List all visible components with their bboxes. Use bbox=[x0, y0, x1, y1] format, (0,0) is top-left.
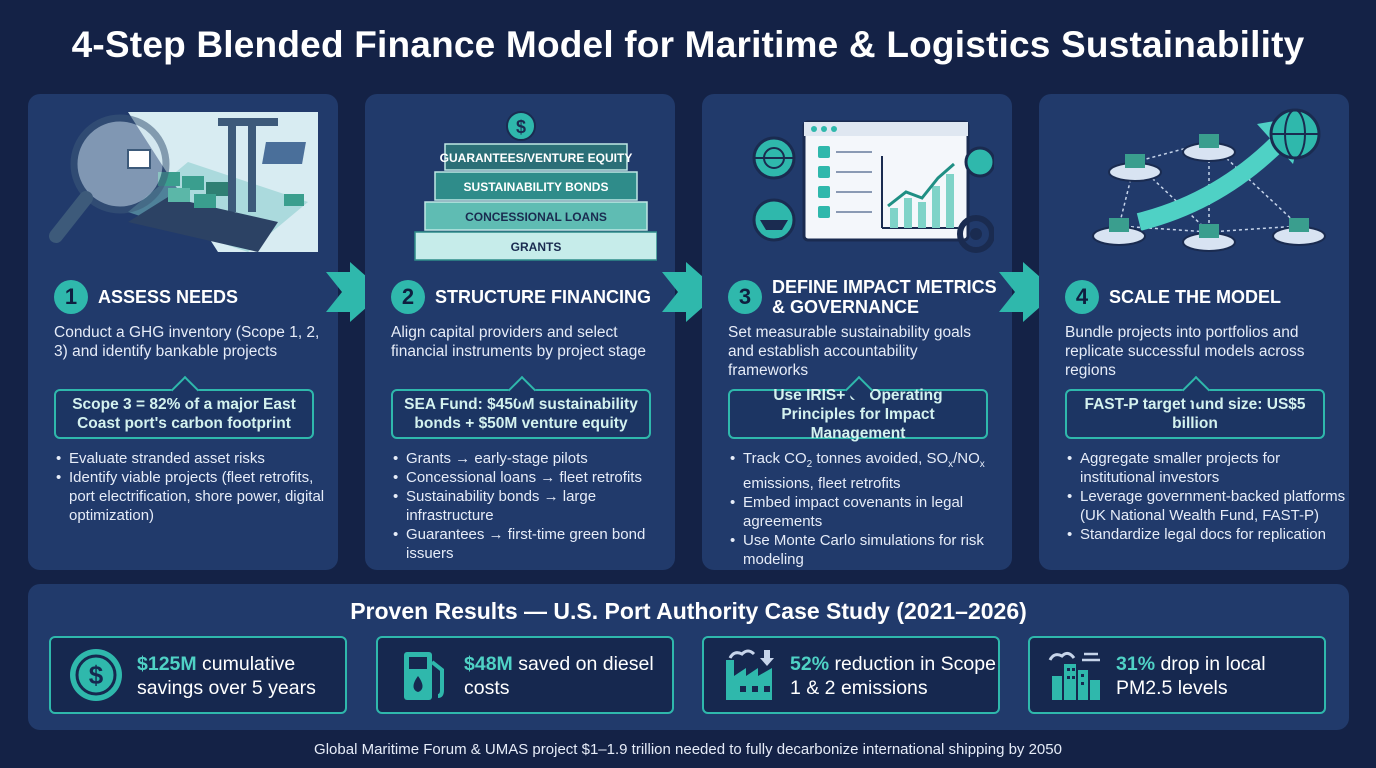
step-callout: SEA Fund: $450M sustainability bonds + $… bbox=[391, 389, 651, 439]
step-description: Align capital providers and select finan… bbox=[391, 324, 647, 360]
bullet-item: Aggregate smaller projects for instituti… bbox=[1065, 449, 1349, 487]
bullet-item: Guarantees → first-time green bond issue… bbox=[391, 525, 675, 563]
step-description: Conduct a GHG inventory (Scope 1, 2, 3) … bbox=[54, 324, 320, 360]
step-number-badge: 1 bbox=[54, 280, 88, 314]
bullet-item: Evaluate stranded asset risks bbox=[54, 449, 338, 468]
step-card-scale: 4 SCALE THE MODEL Bundle projects into p… bbox=[1039, 94, 1349, 570]
step-title-line: & GOVERNANCE bbox=[772, 297, 920, 317]
bullet-item: Standardize legal docs for replication bbox=[1065, 525, 1349, 544]
dashboard-illustration bbox=[752, 120, 994, 253]
bullet-item: Track CO2 tonnes avoided, SOx/NOx emissi… bbox=[728, 449, 1012, 493]
bullet-item: Concessional loans → fleet retrofits bbox=[391, 468, 675, 487]
result-stat-savings: $ $125M cumulative savings over 5 years bbox=[49, 636, 347, 714]
step-bullets: Track CO2 tonnes avoided, SOx/NOx emissi… bbox=[728, 449, 1012, 569]
svg-text:$: $ bbox=[89, 660, 104, 690]
bullet-item: Embed impact covenants in legal agreemen… bbox=[728, 493, 1012, 531]
step-callout: Use IRIS+ or Operating Principles for Im… bbox=[728, 387, 988, 442]
bullet-item: Grants → early-stage pilots bbox=[391, 449, 675, 468]
step-bullets: Evaluate stranded asset risks Identify v… bbox=[54, 449, 338, 525]
step-bullets: Aggregate smaller projects for instituti… bbox=[1065, 449, 1349, 544]
financing-pyramid-illustration: $ GUARANTEES/VENTURE EQUITY SUSTAINABILI… bbox=[414, 111, 657, 261]
step-title: DEFINE IMPACT METRICS & GOVERNANCE bbox=[772, 277, 997, 317]
result-text: $48M saved on diesel costs bbox=[464, 653, 654, 699]
result-stat-emissions: 52% reduction in Scope 1 & 2 emissions bbox=[702, 636, 1000, 714]
fuel-pump-icon bbox=[404, 652, 444, 700]
results-panel: Proven Results — U.S. Port Authority Cas… bbox=[28, 584, 1349, 730]
arrow-right-icon bbox=[326, 262, 384, 322]
results-title: Proven Results — U.S. Port Authority Cas… bbox=[350, 598, 1027, 624]
port-magnifier-illustration bbox=[49, 112, 318, 252]
pyramid-label-bonds: SUSTAINABILITY BONDS bbox=[464, 180, 609, 194]
step-header: 1 ASSESS NEEDS bbox=[54, 274, 334, 320]
step-description: Bundle projects into portfolios and repl… bbox=[1065, 324, 1305, 379]
step-header: 3 DEFINE IMPACT METRICS & GOVERNANCE bbox=[728, 274, 1008, 320]
footer-note: Global Maritime Forum & UMAS project $1–… bbox=[314, 741, 1062, 758]
step-header: 2 STRUCTURE FINANCING bbox=[391, 274, 671, 320]
bullet-item: Use Monte Carlo simulations for risk mod… bbox=[728, 531, 1012, 569]
bullet-item: Sustainability bonds → large infrastruct… bbox=[391, 487, 675, 525]
result-text: $125M cumulative savings over 5 years bbox=[137, 653, 316, 699]
pyramid-label-guarantees: GUARANTEES/VENTURE EQUITY bbox=[440, 151, 633, 165]
step-title: STRUCTURE FINANCING bbox=[435, 287, 651, 307]
arrow-right-icon bbox=[662, 262, 720, 322]
step-title-line: DEFINE IMPACT METRICS bbox=[772, 277, 997, 297]
step-title: SCALE THE MODEL bbox=[1109, 287, 1282, 307]
step-card-structure: $ GUARANTEES/VENTURE EQUITY SUSTAINABILI… bbox=[365, 94, 675, 570]
pyramid-label-loans: CONCESSIONAL LOANS bbox=[465, 210, 607, 224]
step-header: 4 SCALE THE MODEL bbox=[1065, 274, 1345, 320]
step-number-badge: 3 bbox=[728, 280, 762, 314]
pyramid-label-grants: GRANTS bbox=[511, 240, 562, 254]
result-stat-pm25: 31% drop in local PM2.5 levels bbox=[1028, 636, 1326, 714]
page-title: 4-Step Blended Finance Model for Maritim… bbox=[71, 24, 1305, 65]
step-description: Set measurable sustainability goals and … bbox=[728, 324, 971, 379]
step-number-badge: 4 bbox=[1065, 280, 1099, 314]
network-growth-illustration bbox=[1092, 108, 1326, 252]
city-air-icon bbox=[1048, 651, 1100, 700]
result-text: 31% drop in local PM2.5 levels bbox=[1116, 653, 1266, 699]
factory-icon bbox=[726, 649, 774, 700]
svg-text:$: $ bbox=[516, 117, 526, 137]
dollar-coin-icon: $ bbox=[70, 649, 122, 701]
result-stat-diesel: $48M saved on diesel costs bbox=[376, 636, 674, 714]
step-bullets: Grants → early-stage pilots Concessional… bbox=[391, 449, 675, 563]
step-card-assess: 1 ASSESS NEEDS Conduct a GHG inventory (… bbox=[28, 94, 338, 570]
step-number-badge: 2 bbox=[391, 280, 425, 314]
result-text: 52% reduction in Scope 1 & 2 emissions bbox=[790, 653, 996, 699]
step-title: ASSESS NEEDS bbox=[98, 287, 239, 307]
bullet-item: Identify viable projects (fleet retrofit… bbox=[54, 468, 338, 525]
step-callout: Scope 3 = 82% of a major East Coast port… bbox=[54, 389, 314, 439]
step-card-impact: 3 DEFINE IMPACT METRICS & GOVERNANCE Set… bbox=[702, 94, 1012, 570]
bullet-item: Leverage government-backed platforms (UK… bbox=[1065, 487, 1349, 525]
arrow-right-icon bbox=[999, 262, 1057, 322]
step-callout: FAST-P target fund size: US$5 billion bbox=[1065, 389, 1325, 439]
